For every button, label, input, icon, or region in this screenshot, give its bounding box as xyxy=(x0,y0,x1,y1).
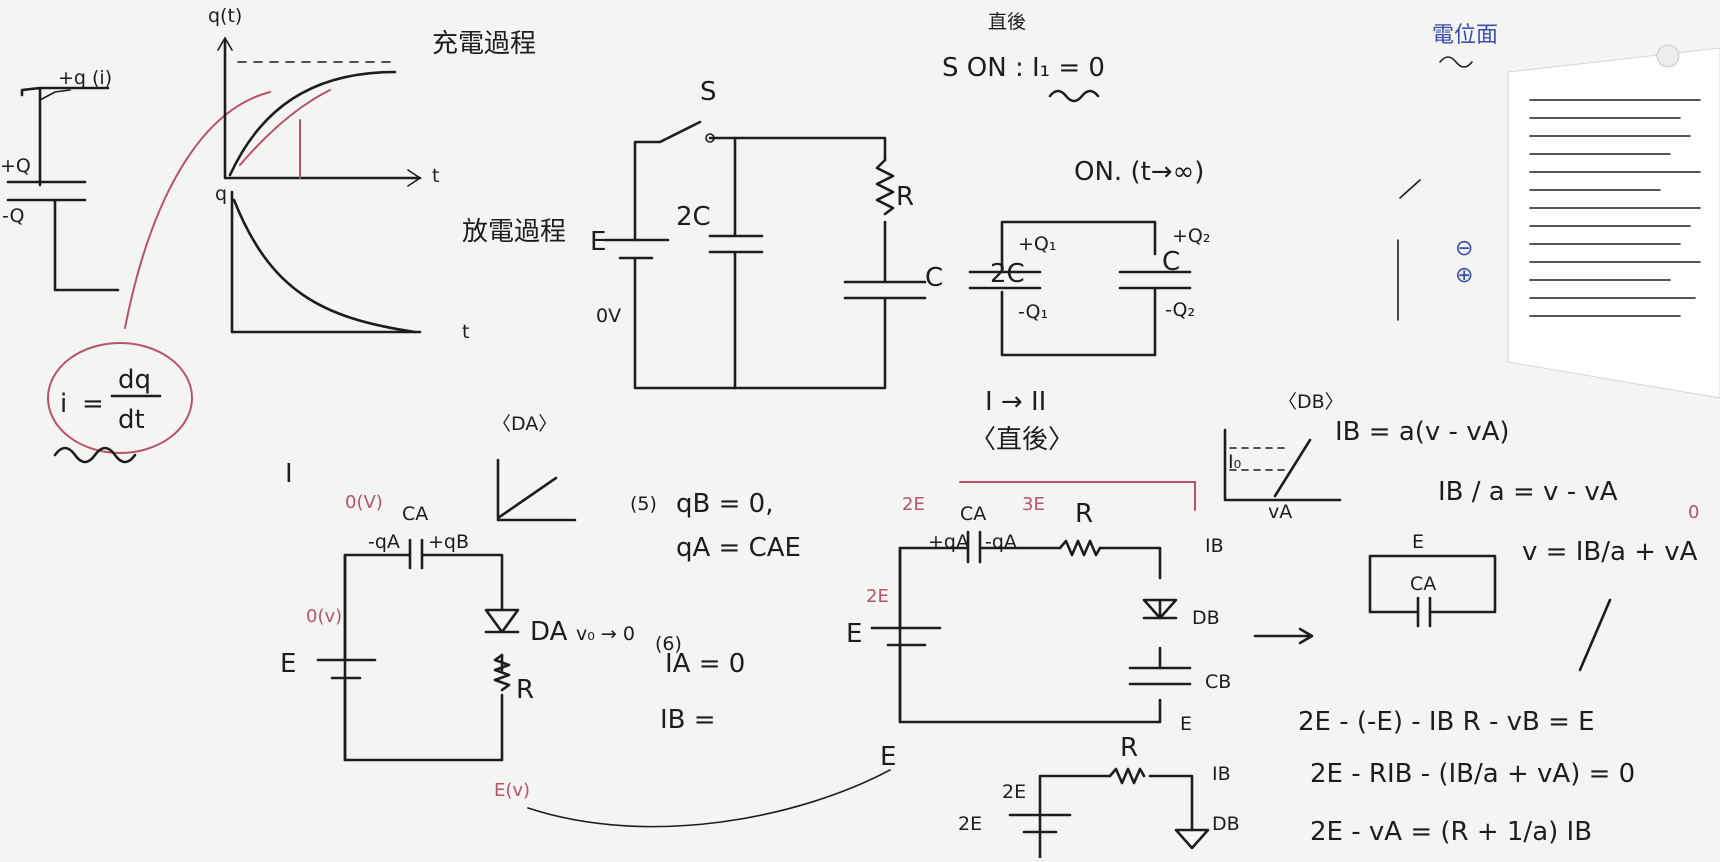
label-IB-bot: IB xyxy=(1212,763,1231,785)
label-red-2E-b: 2E xyxy=(866,586,889,607)
label-2E-bot2: 2E xyxy=(958,813,982,835)
DB-graph: 〈DB〉 I₀ vA IB = a(v - vA) IB / a = v - v… xyxy=(1223,391,1699,672)
label-IB-eq: IB = xyxy=(660,705,716,735)
label-CB: CB xyxy=(1205,671,1231,693)
label-2E-bot: 2E xyxy=(1002,781,1026,803)
paper-sheet xyxy=(1507,44,1720,399)
label-red-2E-a: 2E xyxy=(902,494,925,515)
label-qB0: qB = 0, xyxy=(676,489,773,519)
equation-1: 2E - (-E) - IB R - vB = E xyxy=(1298,707,1595,737)
graph-q-axis: q xyxy=(215,183,227,205)
eq-dq: dq xyxy=(118,365,151,395)
label-plus-qA: +qA xyxy=(928,531,969,553)
label-E-box: E xyxy=(1412,531,1424,553)
label-minus-qA2: -qA xyxy=(985,531,1017,553)
label-IB-a: IB = a(v - vA) xyxy=(1335,417,1510,447)
label-R-bot: R xyxy=(1120,733,1138,763)
steps-5-6: (5) qB = 0, qA = CAE (6) IA = 0 IB = xyxy=(630,489,801,735)
label-DA-graph: 〈DA〉 xyxy=(492,413,557,435)
label-plus-q-i: +q (i) xyxy=(58,67,112,89)
label-q1-minus: -Q₁ xyxy=(1018,301,1048,323)
label-C: C xyxy=(925,263,943,293)
label-R-left: R xyxy=(516,675,534,705)
label-step6: (6) xyxy=(655,633,682,655)
label-q2-minus: -Q₂ xyxy=(1165,299,1195,321)
label-circle-plus: ⊕ xyxy=(1455,263,1473,288)
label-circle-minus: ⊖ xyxy=(1455,236,1473,261)
label-2C-steady: 2C xyxy=(990,259,1025,289)
label-minus-Q: -Q xyxy=(2,205,25,227)
label-DB: DB xyxy=(1192,607,1220,629)
circuit-II: I → II 〈直後〉 CA +qA -qA R IB DB CB E E E … xyxy=(846,387,1314,772)
label-vA-axis: vA xyxy=(1268,501,1292,523)
label-E-bottom: E xyxy=(880,742,896,772)
label-v-eq: v = IB/a + vA xyxy=(1522,537,1698,567)
label-pot-0v: 0(v) xyxy=(306,606,342,627)
label-E: E xyxy=(590,227,606,257)
current-definition: i = dq dt xyxy=(47,91,271,464)
label-E-mid: E xyxy=(1180,713,1192,735)
equation-2: 2E - RIB - (IB/a + vA) = 0 xyxy=(1310,759,1635,789)
circuit-steady: +Q₁ -Q₁ +Q₂ -Q₂ 2C C xyxy=(968,220,1211,357)
label-DB-graph: 〈DB〉 xyxy=(1278,391,1344,413)
title-discharge: 放電過程 xyxy=(462,217,566,247)
label-direct: 直後 xyxy=(988,11,1026,33)
label-IA0: IA = 0 xyxy=(665,649,745,679)
graph-q-of-t: q(t) xyxy=(208,5,242,27)
charging-graph: q(t) t 充電過程 xyxy=(208,5,536,187)
label-CA2: CA xyxy=(960,503,986,525)
label-potential: 電位面 xyxy=(1432,23,1498,48)
label-plus-qB: +qB xyxy=(428,531,469,553)
son-note: 直後 S ON : I₁ = 0 ON. (t→∞) xyxy=(942,11,1204,187)
label-q1-plus: +Q₁ xyxy=(1018,233,1057,255)
label-E-mid2: E xyxy=(846,619,862,649)
label-I-to-II: I → II xyxy=(985,387,1046,417)
label-q2-plus: +Q₂ xyxy=(1172,225,1211,247)
label-plus-Q: +Q xyxy=(0,155,31,177)
circuit-bottom: R IB DB 2E 2E xyxy=(958,733,1240,860)
label-minus-qA: -qA xyxy=(368,531,400,553)
label-red-zero: 0 xyxy=(1688,502,1699,523)
label-step5: (5) xyxy=(630,493,657,515)
label-E-v: E(v) xyxy=(494,780,530,801)
label-0V: 0V xyxy=(596,305,621,327)
label-2C: 2C xyxy=(676,202,711,232)
label-R: R xyxy=(896,182,914,212)
label-vA-to-0: v₀ → 0 xyxy=(576,623,635,645)
label-DA: DA xyxy=(530,617,568,647)
label-CA: CA xyxy=(402,503,428,525)
label-red-3E: 3E xyxy=(1022,494,1045,515)
label-pot-0: 0(V) xyxy=(345,492,383,513)
eq-dt: dt xyxy=(118,405,145,435)
DA-graph: 〈DA〉 xyxy=(492,413,577,522)
label-qA-CAE: qA = CAE xyxy=(676,533,801,563)
label-C-steady: C xyxy=(1162,247,1180,277)
label-direct2: 〈直後〉 xyxy=(970,425,1074,455)
equations: 2E - (-E) - IB R - vB = E 2E - RIB - (IB… xyxy=(1298,707,1635,847)
label-IB-over-a: IB / a = v - vA xyxy=(1438,477,1618,507)
discharging-graph: q t 放電過程 xyxy=(215,183,566,343)
label-S: S xyxy=(700,77,717,107)
graph-t-axis-2: t xyxy=(462,321,469,343)
label-CA-box: CA xyxy=(1410,573,1436,595)
label-roman-I: I xyxy=(285,459,293,489)
circuit-switch: S 2C R C E 0V xyxy=(590,77,943,390)
label-IB: IB xyxy=(1205,535,1224,557)
label-R-mid: R xyxy=(1075,499,1093,529)
label-I0: I₀ xyxy=(1228,451,1241,473)
graph-t-axis: t xyxy=(432,165,439,187)
eq-i: i xyxy=(60,389,67,419)
capacitor-sketch: +q (i) +Q -Q xyxy=(0,67,120,292)
equation-3: 2E - vA = (R + 1/a) IB xyxy=(1310,817,1592,847)
label-E-left: E xyxy=(280,649,296,679)
svg-text:=: = xyxy=(82,389,104,419)
on-tinf: ON. (t→∞) xyxy=(1074,157,1204,187)
circuit-I: I CA -qA +qB DA v₀ → 0 R E E(v) 0(V) 0(v… xyxy=(280,459,891,828)
label-DB-bot: DB xyxy=(1212,813,1240,835)
title-charge: 充電過程 xyxy=(432,29,536,59)
son-i1: S ON : I₁ = 0 xyxy=(942,53,1105,83)
